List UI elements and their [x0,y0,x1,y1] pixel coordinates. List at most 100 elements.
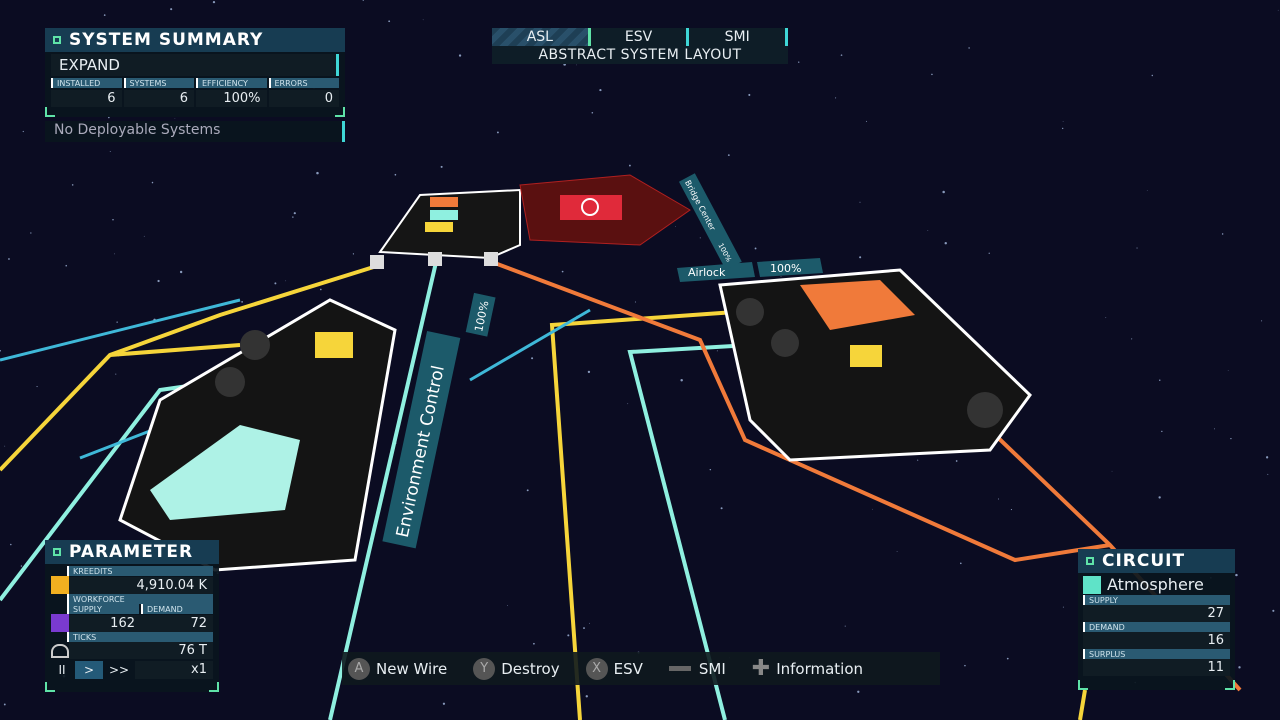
star [1238,666,1241,669]
star [113,253,115,255]
star [680,378,683,382]
demand-value: 72 [141,614,213,632]
star [143,235,145,237]
star [506,605,508,606]
square-icon [53,548,61,556]
supply-label: SUPPLY [1083,595,1230,605]
efficiency-label: EFFICIENCY [196,78,267,88]
star [396,442,397,444]
star [727,154,730,156]
supply-label: SUPPLY [67,604,139,614]
star [496,131,499,134]
view-subtitle: ABSTRACT SYSTEM LAYOUT [492,46,788,64]
ticks-label: TICKS [67,632,213,642]
module-atmosphere[interactable] [118,298,397,572]
star [931,73,933,76]
hint-information[interactable]: ✚Information [752,656,863,681]
star [316,171,319,175]
workforce-label: WORKFORCE [67,594,213,604]
airlock-label: Airlock 100% [677,258,823,282]
star [675,226,676,228]
star [634,301,636,303]
star [964,664,966,667]
star [108,116,110,119]
star [65,264,67,267]
tab-esv[interactable]: ESV [590,28,690,46]
star [1265,456,1269,459]
star [835,97,837,99]
hint-smi[interactable]: SMI [668,659,726,678]
panel-header: PARAMETER [45,540,219,564]
star [627,403,629,405]
hint-label: Destroy [501,659,560,678]
star [748,93,751,96]
minus-button-icon [668,666,691,671]
star [20,565,23,567]
wire-orange [491,260,1111,563]
star [1010,509,1013,511]
tab-smi[interactable]: SMI [689,28,789,46]
star [583,627,585,629]
star [599,88,602,92]
tab-asl[interactable]: ASL [492,28,591,46]
wire-cyan [328,257,439,720]
hint-label: SMI [698,659,726,678]
al-name: Airlock [688,266,726,279]
star [872,508,873,510]
square-icon [53,36,61,44]
star [859,201,861,203]
star [116,321,118,323]
star [179,270,183,274]
star [587,370,591,374]
star [458,54,462,57]
expand-button[interactable]: EXPAND [51,54,339,76]
pause-button[interactable]: II [58,663,66,677]
star [1230,437,1232,440]
star [442,702,446,705]
installed-value: 6 [51,90,122,107]
wire-yellow [0,263,381,472]
star [1062,121,1064,122]
system-summary-panel: SYSTEM SUMMARY EXPAND INSTALLED SYSTEMS … [45,28,345,117]
star [1235,573,1238,577]
star [844,625,846,627]
star [720,507,723,510]
star [1006,657,1009,660]
panel-header: CIRCUIT [1078,549,1235,573]
fast-forward-button[interactable]: >> [108,663,130,677]
parameter-title: PARAMETER [69,542,194,562]
star [865,120,867,122]
star [352,253,355,255]
star [22,130,24,133]
circuit-name: Atmosphere [1107,575,1204,594]
star [1267,473,1269,475]
env-eff: 100% [472,300,491,333]
deployable-systems[interactable]: No Deployable Systems [45,121,345,142]
demand-label: DEMAND [1083,622,1230,632]
star [274,282,277,285]
star [859,256,862,259]
star [1062,606,1064,608]
kreedits-label: KREEDITS [67,566,213,576]
module-top[interactable] [370,174,691,269]
module-airlock[interactable] [718,268,1032,462]
star [1105,317,1107,319]
star [71,184,74,186]
play-button[interactable]: > [75,661,103,679]
demand-label: DEMAND [141,604,213,614]
star [103,14,106,16]
square-icon [1086,557,1094,565]
star [531,357,534,360]
star [4,445,6,447]
star [241,301,243,303]
star [944,241,947,245]
star [1151,74,1153,77]
hint-label: Information [776,659,864,678]
systems-label: SYSTEMS [123,78,194,88]
kreedits-icon [51,576,69,594]
wire-cyan [469,308,591,382]
